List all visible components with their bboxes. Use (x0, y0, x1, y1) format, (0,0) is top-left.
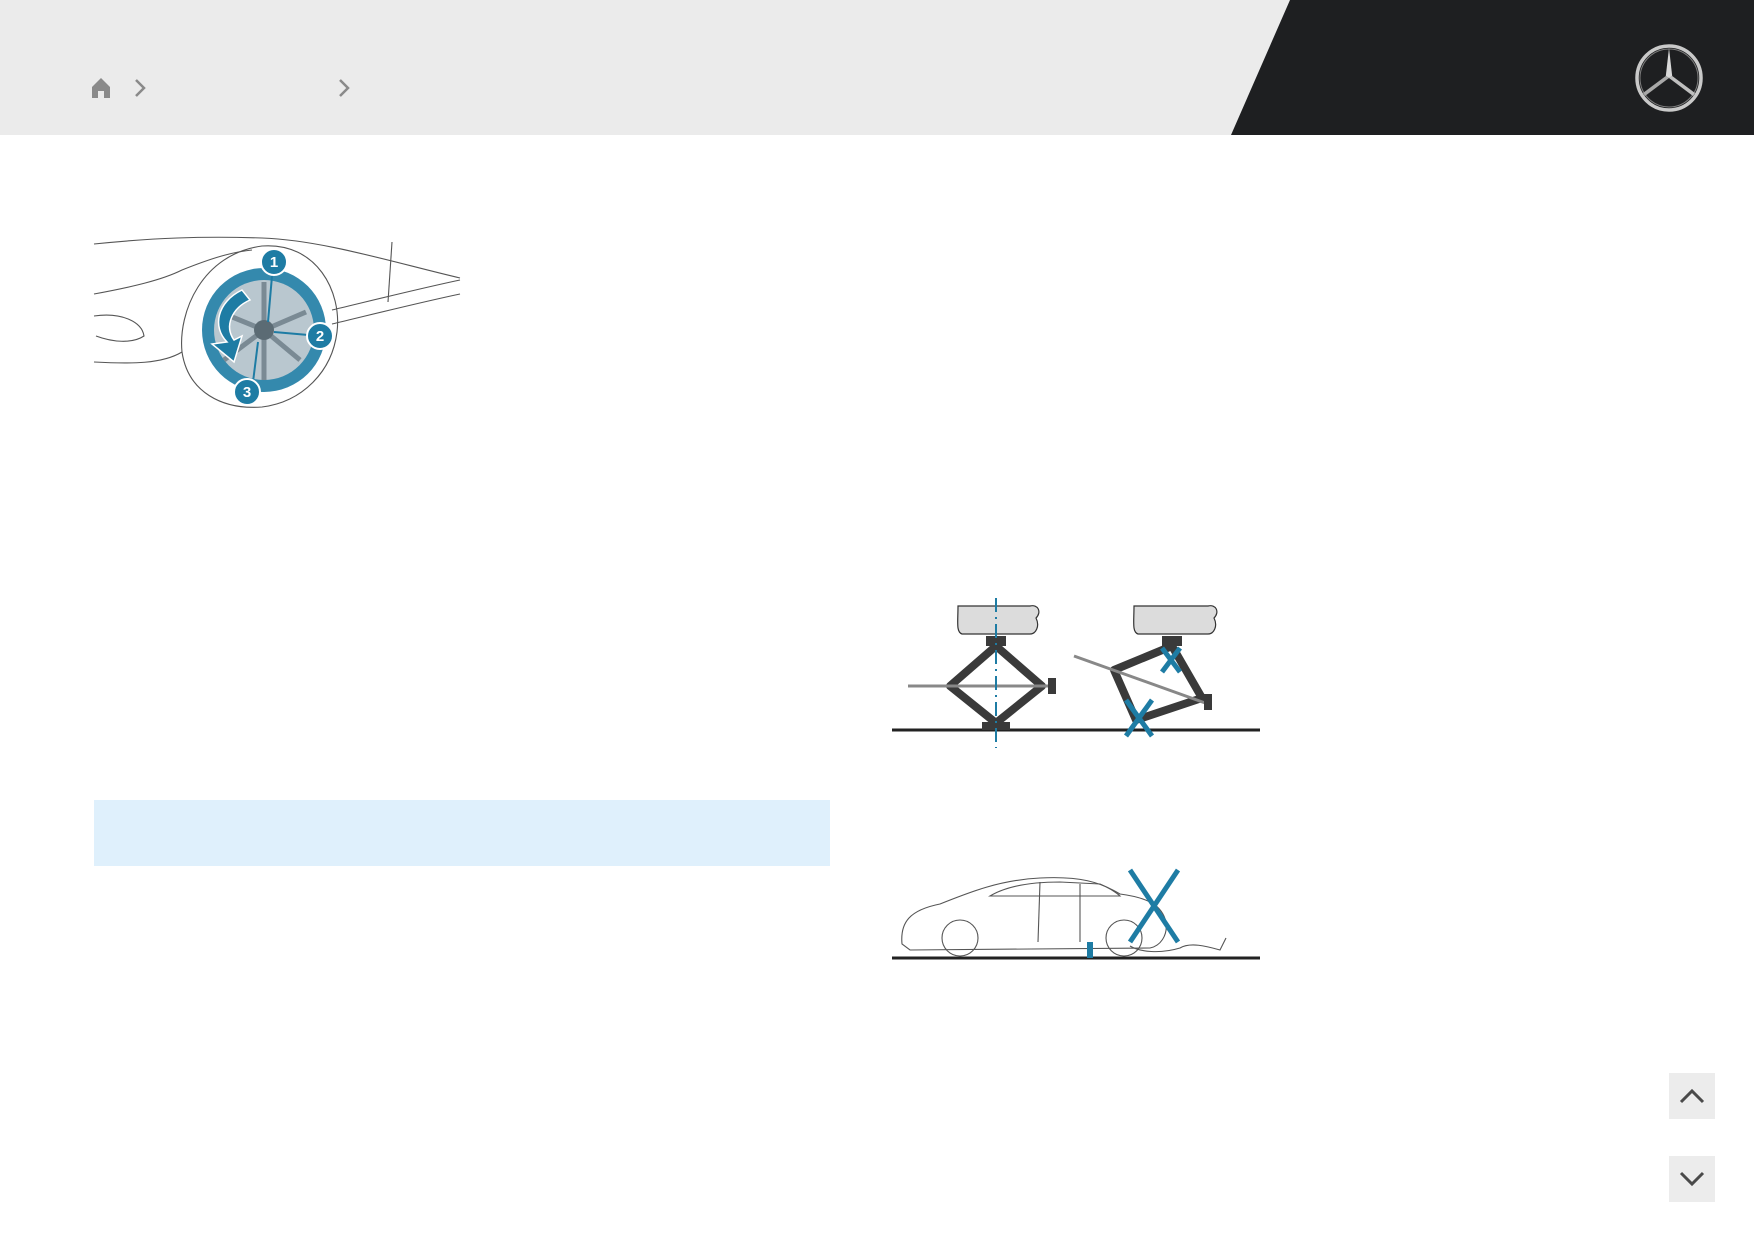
home-icon[interactable] (90, 76, 112, 100)
no-person-under-vehicle-marker (1127, 868, 1181, 944)
callout-1: 1 (270, 254, 278, 271)
incorrect-marker (1123, 646, 1182, 738)
chevron-down-icon (1679, 1171, 1705, 1187)
breadcrumb (90, 74, 542, 102)
chevron-right-icon (338, 78, 350, 98)
under-vehicle-warning-illustration (892, 868, 1260, 960)
scroll-up-button[interactable] (1669, 1073, 1715, 1119)
wheel-bolt-illustration: 1 2 3 (93, 236, 461, 408)
scroll-down-button[interactable] (1669, 1156, 1715, 1202)
chevron-right-icon (134, 78, 146, 98)
callout-2: 2 (316, 328, 324, 345)
info-note-box (94, 800, 830, 866)
mercedes-star-icon[interactable] (1634, 43, 1704, 113)
callout-3: 3 (243, 384, 251, 401)
chevron-up-icon (1679, 1088, 1705, 1104)
jack-placement-illustration (892, 598, 1260, 748)
page-header (0, 0, 1754, 135)
header-dark-panel (1231, 0, 1754, 135)
